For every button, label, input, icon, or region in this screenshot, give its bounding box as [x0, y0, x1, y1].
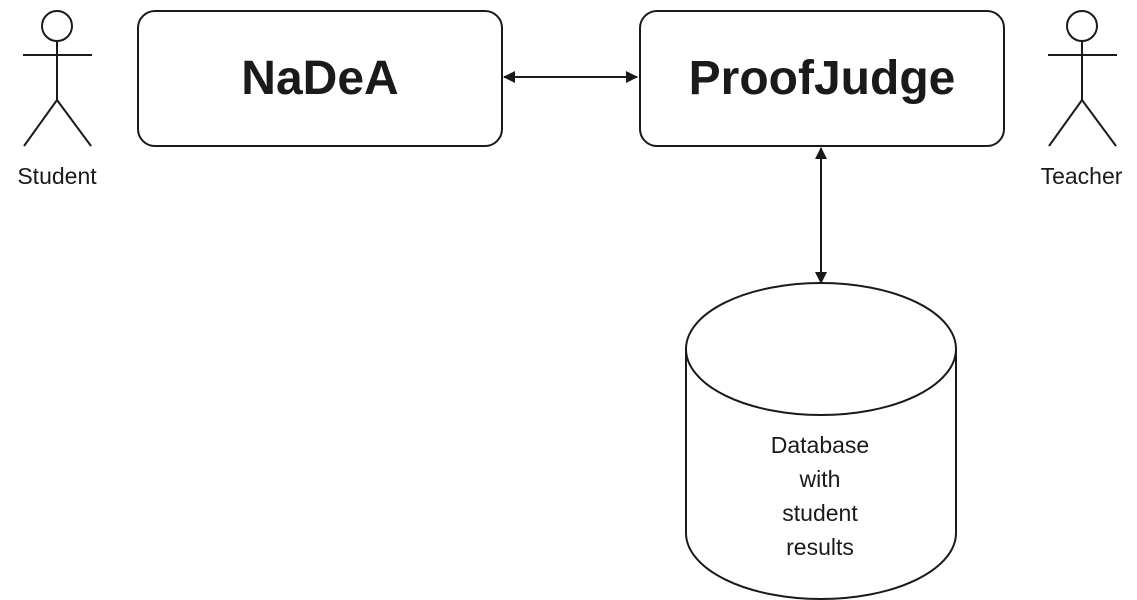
database-label-line: with	[799, 466, 841, 492]
database-label: Database with student results	[740, 428, 900, 564]
database-label-line: results	[786, 534, 854, 560]
database-label-line: student	[782, 500, 858, 526]
proofjudge-node: ProofJudge	[639, 10, 1005, 147]
database-label-line: Database	[770, 432, 870, 458]
nadea-label: NaDeA	[241, 52, 399, 105]
student-label: Student	[17, 163, 97, 189]
proofjudge-label: ProofJudge	[688, 52, 956, 105]
database-cylinder-icon	[685, 282, 957, 600]
teacher-actor-icon	[1048, 10, 1117, 147]
teacher-label: Teacher	[1040, 163, 1123, 189]
nadea-node: NaDeA	[137, 10, 503, 147]
student-actor-icon	[23, 10, 92, 147]
